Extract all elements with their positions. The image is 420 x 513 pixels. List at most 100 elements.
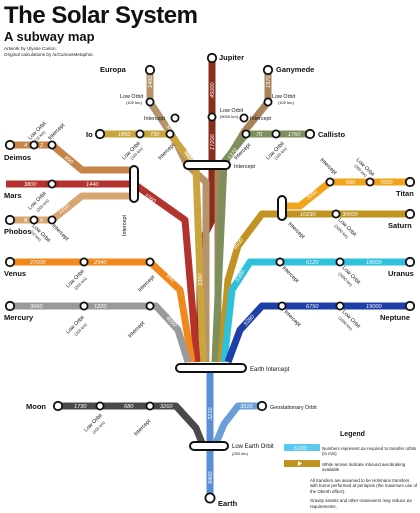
station-uranus-low[interactable] (335, 257, 345, 267)
station-geo[interactable] (256, 400, 268, 412)
dv-moon-c: 3260 (160, 404, 173, 410)
name-venus: Venus (4, 269, 26, 278)
line-phobos (6, 192, 134, 224)
station-phobos[interactable] (4, 214, 16, 226)
station-io-low[interactable] (135, 129, 145, 139)
station-venus[interactable] (4, 256, 16, 268)
station-titan-low[interactable] (365, 177, 375, 187)
label-mercury-intercept: Intercept (127, 320, 146, 339)
dv-moon-b: 680 (124, 404, 134, 410)
legend-note-hohmann: All transfers are assumed to be Hohmann … (310, 478, 418, 494)
station-venus-low[interactable] (79, 257, 89, 267)
station-io[interactable] (94, 128, 106, 140)
station-neptune-low[interactable] (335, 301, 345, 311)
dv-saturn-a: 30000 (342, 212, 358, 218)
name-callisto: Callisto (318, 130, 346, 139)
station-europa-intercept[interactable] (170, 113, 180, 123)
station-titan-intercept[interactable] (325, 177, 335, 187)
line-deimos (6, 141, 134, 174)
label-jupiter-low-alt: (5000 km) (220, 114, 239, 119)
station-mars-low[interactable] (47, 179, 57, 189)
station-ganymede[interactable] (262, 64, 274, 76)
dv-callisto-b: 70 (256, 132, 263, 138)
dv-venus-a: 27000 (29, 260, 46, 266)
station-ganymede-intercept[interactable] (239, 113, 249, 123)
station-saturn[interactable] (404, 208, 416, 220)
station-earth[interactable] (204, 492, 216, 504)
name-moon: Moon (26, 402, 46, 411)
dv-jupiter-trunk: 3360 (198, 273, 204, 286)
dv-earth-a: 9400 (208, 471, 214, 484)
station-neptune-intercept[interactable] (277, 301, 287, 311)
label-venus-intercept: Intercept (137, 274, 156, 293)
dv-io-b: 730 (150, 132, 160, 138)
dv-mercury-b: 1220 (94, 304, 107, 310)
label-europa-intercept: Intercept (144, 116, 165, 122)
name-io: Io (86, 130, 93, 139)
station-deimos-low[interactable] (29, 140, 39, 150)
station-deimos-intercept[interactable] (47, 140, 57, 150)
station-ganymede-low[interactable] (263, 97, 273, 107)
label-neptune-intercept: Intercept (283, 309, 302, 328)
legend-dv-text: Numbers represent Δv required to transfe… (322, 446, 417, 457)
label-ganymede-intercept: Intercept (250, 116, 271, 122)
label-deimos-intercept: Intercept (47, 122, 66, 141)
dv-geo-b: 3910 (240, 404, 253, 410)
dv-phobos-b: 6 (40, 218, 44, 224)
station-io-intercept[interactable] (165, 129, 175, 139)
label-titan-intercept: Intercept (319, 157, 338, 176)
station-callisto-low[interactable] (271, 129, 281, 139)
dv-europa-a: 1480 (148, 75, 154, 88)
station-mercury-intercept[interactable] (145, 301, 155, 311)
dv-deimos-b: 2 (39, 143, 44, 149)
line-uranus (220, 258, 414, 363)
station-callisto[interactable] (304, 128, 316, 140)
legend-notes: All transfers are assumed to be Hohmann … (310, 478, 418, 513)
station-moon-intercept[interactable] (145, 401, 155, 411)
label-europa-low-alt: (100 km) (126, 100, 142, 105)
station-saturn-low[interactable] (331, 209, 341, 219)
mars-intercept-bar (129, 165, 139, 203)
leo-bar (189, 441, 229, 451)
station-callisto-intercept[interactable] (241, 129, 251, 139)
dv-jupiter-surface: 45000 (210, 82, 216, 98)
name-ganymede: Ganymede (276, 65, 314, 74)
station-phobos-low[interactable] (29, 215, 39, 225)
label-leo-alt: (250 km) (232, 451, 248, 456)
legend-note-gravity: Gravity assists and other maneuvers may … (310, 498, 412, 509)
line-mercury (6, 302, 192, 364)
label-jupiter-low: Low Orbit (220, 108, 244, 114)
station-phobos-intercept[interactable] (47, 215, 57, 225)
station-neptune[interactable] (404, 300, 416, 312)
name-deimos: Deimos (4, 153, 31, 162)
station-venus-intercept[interactable] (145, 257, 155, 267)
station-deimos[interactable] (4, 139, 16, 151)
label-jupiter-intercept: Intercept (234, 164, 255, 170)
label-saturn-intercept: Intercept (287, 221, 306, 240)
station-moon-low[interactable] (95, 401, 105, 411)
dv-uranus-b: 6120 (306, 260, 319, 266)
station-mercury-low[interactable] (79, 301, 89, 311)
dv-geo-a: 3210 (208, 407, 214, 420)
label-phobos-intercept: Intercept (51, 223, 70, 242)
dv-neptune-a: 19000 (366, 304, 382, 310)
station-jupiter[interactable] (206, 52, 218, 64)
label-moon-intercept: Intercept (133, 418, 152, 437)
station-jupiter-low[interactable] (207, 112, 217, 122)
station-moon[interactable] (52, 400, 64, 412)
line-saturn (217, 210, 414, 363)
page-subtitle: A subway map (4, 29, 95, 44)
dv-uranus-a: 18000 (366, 260, 382, 266)
label-mars-intercept: Intercept (122, 215, 128, 236)
name-neptune: Neptune (380, 313, 410, 322)
dv-venus-b: 2940 (93, 260, 107, 266)
station-mercury[interactable] (4, 300, 16, 312)
station-uranus[interactable] (404, 256, 416, 268)
station-uranus-intercept[interactable] (275, 257, 285, 267)
dv-deimos-a: 4 (24, 143, 27, 149)
station-europa-low[interactable] (145, 97, 155, 107)
dv-titan-b: 660 (346, 180, 356, 186)
station-titan[interactable] (404, 176, 416, 188)
station-europa[interactable] (144, 64, 156, 76)
